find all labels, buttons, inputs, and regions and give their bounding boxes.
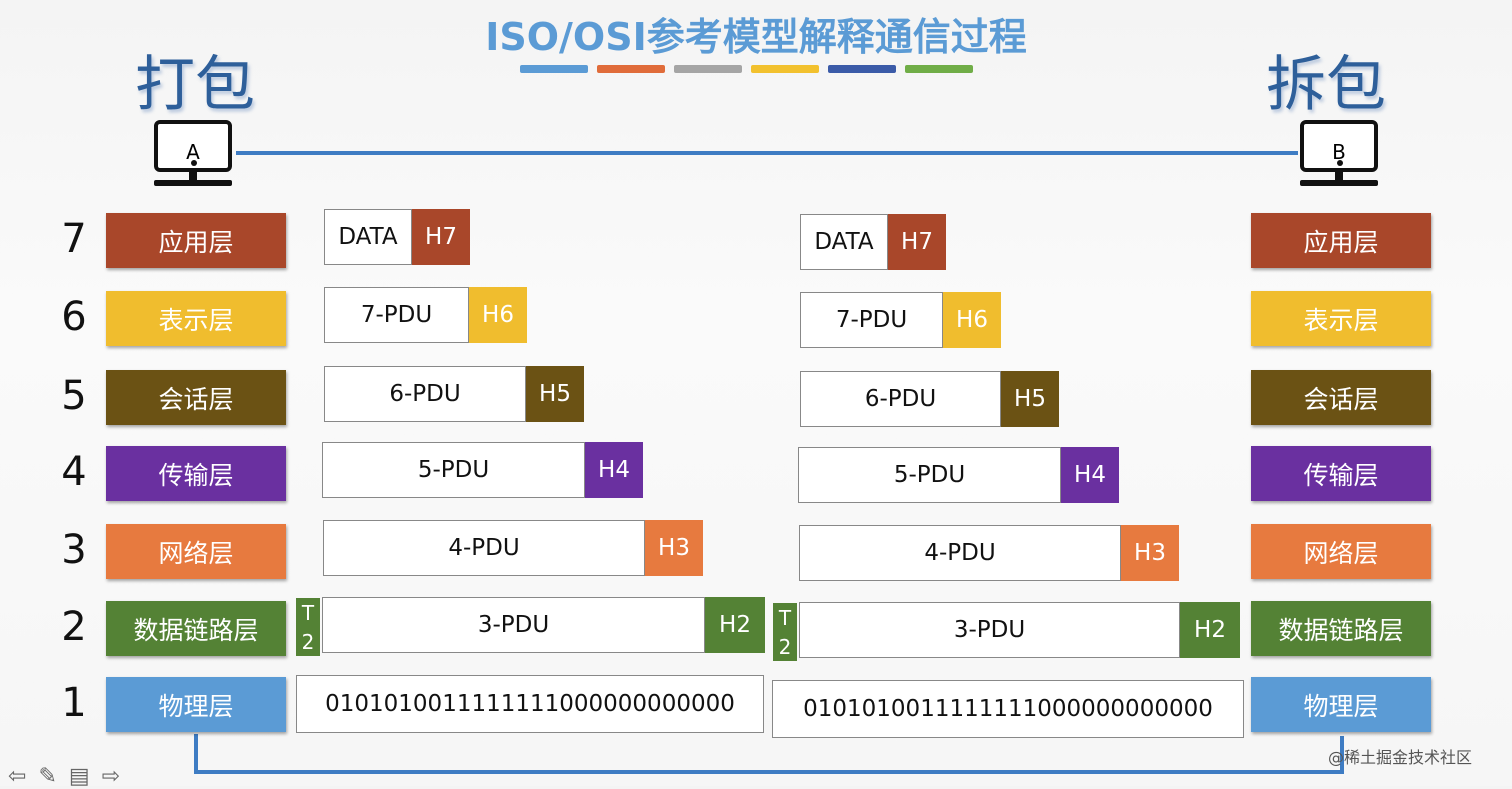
title-underline-segment bbox=[597, 65, 665, 73]
power-dot bbox=[1337, 160, 1343, 166]
host-a-stand bbox=[154, 180, 232, 186]
right-bitstream: 0101010011111111000000000000 bbox=[772, 680, 1244, 738]
layer-box-right: 传输层 bbox=[1251, 446, 1431, 501]
host-a-computer-icon: A bbox=[154, 120, 232, 172]
layer-box-right: 网络层 bbox=[1251, 524, 1431, 579]
right-pdu-header: H2 bbox=[1180, 602, 1240, 658]
left-pdu-payload: 7-PDU bbox=[324, 287, 469, 343]
host-a-stand-neck bbox=[189, 172, 197, 180]
right-pdu-header: H6 bbox=[943, 292, 1001, 348]
layer-box-right: 表示层 bbox=[1251, 291, 1431, 346]
title-underline-segment bbox=[520, 65, 588, 73]
layer-box-right: 数据链路层 bbox=[1251, 601, 1431, 656]
left-pdu-header: H4 bbox=[585, 442, 643, 498]
left-pdu-header: H3 bbox=[645, 520, 703, 576]
left-pdu-payload: 4-PDU bbox=[323, 520, 645, 576]
layer-box-left: 会话层 bbox=[106, 370, 286, 425]
layer-box-left: 应用层 bbox=[106, 213, 286, 268]
watermark: @稀土掘金技术社区 bbox=[1328, 748, 1473, 767]
right-pdu-payload: 6-PDU bbox=[800, 371, 1001, 427]
left-bitstream: 0101010011111111000000000000 bbox=[296, 675, 764, 733]
layer-box-right: 物理层 bbox=[1251, 677, 1431, 732]
layer-number: 4 bbox=[61, 449, 87, 495]
trailer-char: T bbox=[301, 600, 315, 625]
layer-box-left: 网络层 bbox=[106, 524, 286, 579]
left-pdu-payload: DATA bbox=[324, 209, 412, 265]
menu-icon[interactable]: ▤ bbox=[68, 764, 102, 789]
physical-link-right bbox=[1340, 736, 1344, 774]
title-underline-segment bbox=[751, 65, 819, 73]
layer-number: 2 bbox=[61, 604, 87, 650]
right-pdu-payload: 5-PDU bbox=[798, 447, 1061, 503]
power-dot bbox=[191, 160, 197, 166]
trailer-char: T bbox=[778, 605, 792, 630]
logical-link-line bbox=[236, 151, 1298, 155]
right-pdu-header: H5 bbox=[1001, 371, 1059, 427]
host-a-label: A bbox=[186, 140, 200, 164]
trailer-char: 2 bbox=[778, 634, 792, 659]
layer-box-right: 应用层 bbox=[1251, 213, 1431, 268]
right-pdu-payload: 4-PDU bbox=[799, 525, 1121, 581]
right-pdu-payload: DATA bbox=[800, 214, 888, 270]
right-pdu-header: H7 bbox=[888, 214, 946, 270]
layer-box-left: 数据链路层 bbox=[106, 601, 286, 656]
layer-number: 7 bbox=[61, 216, 87, 262]
layer-box-right: 会话层 bbox=[1251, 370, 1431, 425]
layer-box-left: 物理层 bbox=[106, 677, 286, 732]
layer-number: 1 bbox=[61, 680, 87, 726]
slide-toolbar[interactable]: ⇦✎▤⇨ bbox=[8, 764, 132, 789]
unpack-label: 拆包 bbox=[1266, 50, 1386, 120]
title-underline-segment bbox=[905, 65, 973, 73]
layer-number: 5 bbox=[61, 373, 87, 419]
left-pdu-payload: 6-PDU bbox=[324, 366, 526, 422]
host-b-stand bbox=[1300, 180, 1378, 186]
title-underline-segment bbox=[674, 65, 742, 73]
host-b-computer-icon: B bbox=[1300, 120, 1378, 172]
pack-label: 打包 bbox=[135, 50, 255, 120]
host-b-stand-neck bbox=[1335, 172, 1343, 180]
next-arrow-icon[interactable]: ⇨ bbox=[101, 764, 133, 789]
left-pdu-header: H5 bbox=[526, 366, 584, 422]
physical-link-left bbox=[194, 734, 198, 774]
title-underline-segment bbox=[828, 65, 896, 73]
right-pdu-header: H3 bbox=[1121, 525, 1179, 581]
layer-box-left: 表示层 bbox=[106, 291, 286, 346]
left-pdu-header: H6 bbox=[469, 287, 527, 343]
trailer-char: 2 bbox=[301, 629, 315, 654]
right-pdu-header: H4 bbox=[1061, 447, 1119, 503]
left-pdu-header: H2 bbox=[705, 597, 765, 653]
left-pdu-payload: 5-PDU bbox=[322, 442, 585, 498]
physical-link-bottom bbox=[194, 770, 1344, 774]
left-pdu-payload: 3-PDU bbox=[322, 597, 705, 653]
right-pdu-payload: 7-PDU bbox=[800, 292, 943, 348]
page-title: ISO/OSI参考模型解释通信过程 bbox=[485, 15, 1027, 59]
layer-box-left: 传输层 bbox=[106, 446, 286, 501]
prev-arrow-icon[interactable]: ⇦ bbox=[8, 764, 39, 789]
layer-number: 6 bbox=[61, 294, 87, 340]
right-pdu-payload: 3-PDU bbox=[799, 602, 1180, 658]
left-pdu-header: H7 bbox=[412, 209, 470, 265]
host-b-label: B bbox=[1332, 140, 1346, 164]
pen-icon[interactable]: ✎ bbox=[38, 764, 69, 789]
layer-number: 3 bbox=[61, 527, 87, 573]
